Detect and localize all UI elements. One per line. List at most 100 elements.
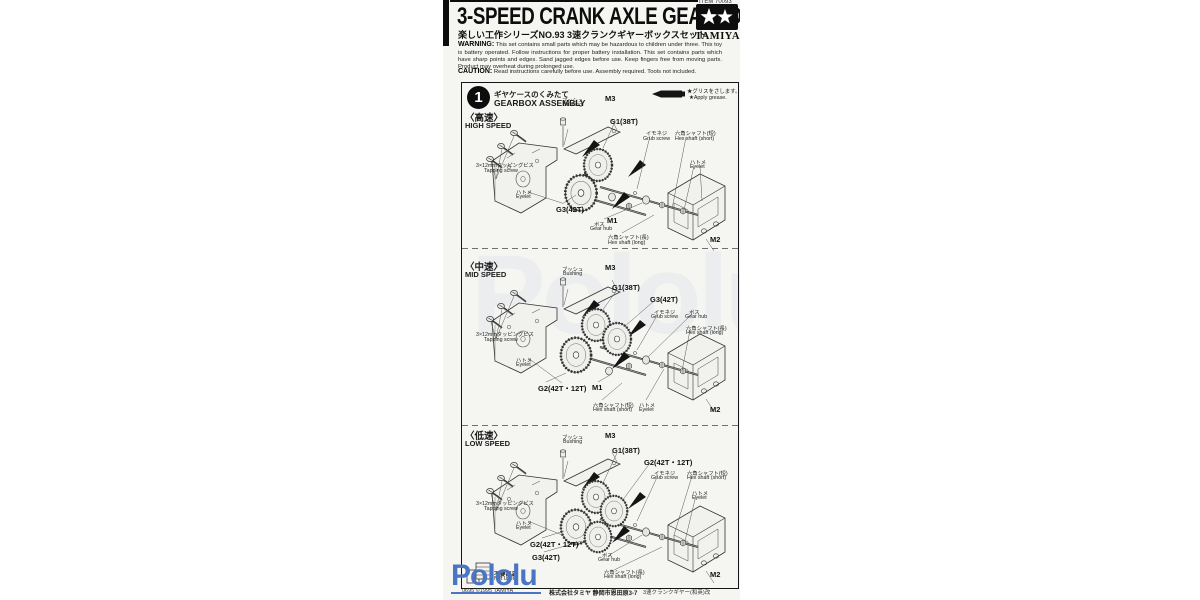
part-label-m3: M3 bbox=[605, 263, 616, 272]
grease-note-jp: ★グリスをさします。 bbox=[687, 89, 740, 95]
footer-copyright: 0695 ©1995 TAMIYA bbox=[462, 588, 514, 594]
brand-name: TAMIYA bbox=[695, 31, 740, 42]
section-low-speed-name-en: LOW SPEED bbox=[465, 439, 511, 448]
callout-eyelet-jp: ハトメ bbox=[639, 403, 656, 409]
callout-hex-short-jp: 六角シャフト(短) bbox=[687, 471, 728, 477]
caution-label: CAUTION: bbox=[458, 68, 493, 75]
step-title-en: GEARBOX ASSEMBLY bbox=[494, 98, 586, 108]
warning-label: WARNING: bbox=[458, 41, 495, 48]
scan-edge-strip bbox=[443, 0, 449, 46]
callout-eyelet-en: Eyelet bbox=[516, 362, 531, 368]
callout-hex-short-en: Hex shaft (short) bbox=[593, 407, 633, 413]
step-title-jp: ギヤケースのくみたて bbox=[494, 90, 569, 99]
section-high-speed-name-en: HIGH SPEED bbox=[465, 121, 512, 130]
watermark-logo: Pololu bbox=[451, 560, 541, 594]
callout-eyelet-en: Eyelet bbox=[516, 194, 531, 200]
callout-tapping-en: Tapping screw bbox=[484, 506, 518, 512]
part-label-m3: M3 bbox=[605, 94, 616, 103]
callout-hex-long-en: Hex shaft (long) bbox=[686, 330, 724, 336]
part-label-g3: G3(42T) bbox=[556, 205, 584, 214]
callout-grub-jp: イモネジ bbox=[654, 310, 676, 316]
page-title: 3-SPEED CRANK AXLE GEARBOX bbox=[457, 3, 740, 30]
part-label-g3: G3(42T) bbox=[532, 553, 560, 562]
callout-hub-en: Gear hub bbox=[685, 314, 708, 320]
grease-applicator-icon bbox=[652, 90, 685, 98]
not-used-label-en: Not used. bbox=[494, 576, 518, 582]
caution-paragraph: CAUTION: Read instructions carefully bef… bbox=[458, 68, 722, 75]
callout-eyelet-jp: ハトメ bbox=[516, 190, 533, 196]
callout-grub-jp: イモネジ bbox=[646, 131, 668, 137]
callout-eyelet-en: Eyelet bbox=[690, 164, 705, 170]
section-low-speed-name-jp: 〈低速〉 bbox=[465, 431, 504, 442]
callout-bushing-en: Bushing bbox=[563, 102, 583, 108]
part-label-m2: M2 bbox=[710, 235, 721, 244]
callout-hex-short-jp: 六角シャフト(短) bbox=[593, 403, 634, 409]
part-label-m2: M2 bbox=[710, 570, 721, 579]
footer-sheet-code: 3速クランクギヤー(和英)改 bbox=[643, 590, 711, 596]
part-label-g1: G1(38T) bbox=[612, 446, 640, 455]
grease-note-en: ★Apply grease. bbox=[689, 95, 727, 101]
part-label-g2: G2(42T・12T) bbox=[644, 458, 693, 467]
caution-text: Read instructions carefully before use. … bbox=[493, 69, 697, 75]
callout-bushing-jp: ブッシュ bbox=[562, 435, 584, 441]
part-label-g1: G1(38T) bbox=[610, 117, 638, 126]
callout-hub-en: Gear hub bbox=[590, 226, 613, 232]
part-label-g2: G2(42T・12T) bbox=[530, 540, 579, 549]
callout-bushing-jp: ブッシュ bbox=[562, 267, 584, 273]
callout-hex-long-jp: 六角シャフト(長) bbox=[608, 235, 649, 241]
callout-eyelet-jp: ハトメ bbox=[690, 160, 707, 166]
callout-hub-jp: ボス bbox=[689, 310, 700, 316]
step-number-badge: 1 bbox=[467, 86, 490, 109]
tamiya-star-icon bbox=[700, 7, 735, 26]
callout-tapping-en: Tapping screw bbox=[484, 337, 518, 343]
callout-hex-short-en: Hex shaft (short) bbox=[687, 475, 727, 481]
callout-grub-en: Grub screw bbox=[651, 475, 679, 481]
footer-address: 株式会社タミヤ 静岡市恩田原3-7 bbox=[549, 591, 638, 597]
not-used-parts-icon bbox=[466, 562, 491, 584]
tamiya-logo bbox=[696, 4, 738, 30]
callout-eyelet-jp: ハトメ bbox=[692, 491, 709, 497]
callout-hex-long-en: Hex shaft (long) bbox=[604, 574, 642, 580]
part-label-m1: M1 bbox=[592, 383, 603, 392]
callout-bushing-en: Bushing bbox=[563, 439, 583, 445]
callout-tapping-jp: 3×12mmタッピングビス bbox=[476, 332, 534, 338]
callout-eyelet-en: Eyelet bbox=[639, 407, 654, 413]
part-label-m3: M3 bbox=[605, 431, 616, 440]
callout-grub-en: Grub screw bbox=[643, 136, 671, 142]
scan-top-line bbox=[450, 0, 698, 2]
callout-hex-short-jp: 六角シャフト(短) bbox=[675, 131, 716, 137]
part-label-m2: M2 bbox=[710, 405, 721, 414]
callout-tapping-en: Tapping screw bbox=[484, 168, 518, 174]
item-number: ITEM 70093 bbox=[699, 0, 732, 5]
callout-eyelet-jp: ハトメ bbox=[516, 358, 533, 364]
callout-hex-long-jp: 六角シャフト(長) bbox=[686, 326, 727, 332]
assembly-diagram-box: 1 ギヤケースのくみたて GEARBOX ASSEMBLY ★グリスをさします。… bbox=[461, 82, 740, 589]
section-mid-speed-name-jp: 〈中速〉 bbox=[465, 262, 504, 273]
callout-grub-jp: イモネジ bbox=[654, 471, 676, 477]
diagram-mid-speed bbox=[487, 278, 725, 411]
callout-hex-short-en: Hex shaft (short) bbox=[675, 136, 715, 142]
part-label-g3: G3(42T) bbox=[650, 295, 678, 304]
section-mid-speed-name-en: MID SPEED bbox=[465, 270, 507, 279]
callout-tapping-jp: 3×12mmタッピングビス bbox=[476, 163, 534, 169]
exploded-diagram-canvas bbox=[462, 83, 738, 588]
callout-hex-long-en: Hex shaft (long) bbox=[608, 240, 646, 246]
callout-bushing-jp: ブッシュ bbox=[562, 98, 584, 104]
not-used-label-jp: 不要部品 bbox=[494, 572, 518, 578]
callout-tapping-jp: 3×12mmタッピングビス bbox=[476, 501, 534, 507]
callout-grub-en: Grub screw bbox=[651, 314, 679, 320]
warning-text: This set contains small parts which may … bbox=[458, 42, 723, 71]
callout-eyelet-en: Eyelet bbox=[692, 495, 707, 501]
callout-hub-en: Gear hub bbox=[598, 557, 621, 563]
part-label-g1: G1(38T) bbox=[612, 283, 640, 292]
callout-hub-jp: ボス bbox=[602, 553, 613, 559]
callout-eyelet-jp: ハトメ bbox=[516, 521, 533, 527]
callout-bushing-en: Bushing bbox=[563, 271, 583, 277]
page-subtitle-jp: 楽しい工作シリーズNO.93 3速クランクギヤーボックスセット bbox=[458, 30, 707, 40]
warning-paragraph: WARNING: This set contains small parts w… bbox=[458, 41, 722, 72]
diagram-high-speed bbox=[487, 118, 725, 251]
instruction-sheet: ITEM 70093 3-SPEED CRANK AXLE GEARBOX 楽し… bbox=[443, 0, 740, 600]
callout-hub-jp: ボス bbox=[594, 222, 605, 228]
callout-eyelet-en: Eyelet bbox=[516, 525, 531, 531]
